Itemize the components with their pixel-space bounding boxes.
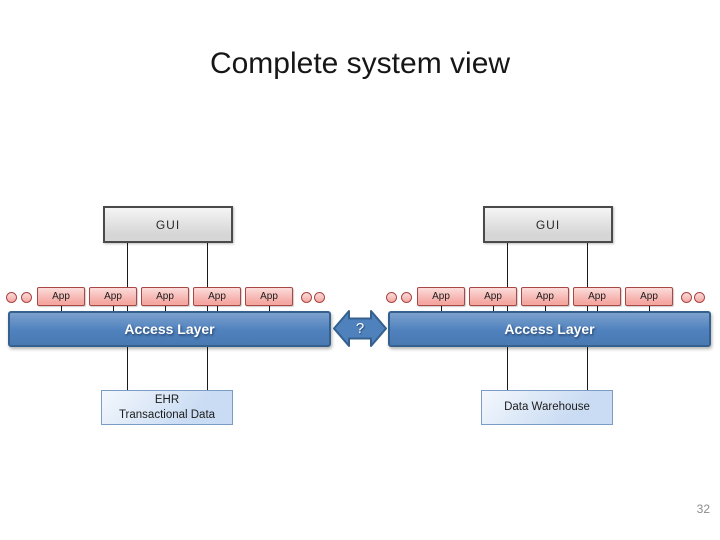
- gui-to-access-line: [507, 243, 508, 311]
- ellipsis-dot: [21, 292, 32, 303]
- ellipsis-dot: [681, 292, 692, 303]
- ellipsis-dot: [6, 292, 17, 303]
- app-box: App: [141, 287, 189, 306]
- app-label: App: [208, 291, 226, 302]
- app-box: App: [89, 287, 137, 306]
- app-box: App: [625, 287, 673, 306]
- datastore-box: EHR Transactional Data: [101, 390, 233, 425]
- datastore-label-line: Transactional Data: [118, 408, 216, 421]
- datastore-label-line: Data Warehouse: [504, 401, 590, 414]
- app-label: App: [536, 291, 554, 302]
- app-label: App: [484, 291, 502, 302]
- gui-label: GUI: [535, 217, 561, 232]
- ellipsis-dot: [386, 292, 397, 303]
- access-to-datastore-line: [127, 347, 128, 390]
- question-mark-label: ?: [355, 319, 365, 337]
- systems-link-connector: ?: [333, 309, 387, 348]
- gui-box: GUI: [483, 206, 613, 243]
- system-right: GUI App App App App App Access Layer Dat…: [380, 0, 720, 540]
- datastore-label-line: EHR: [154, 393, 180, 406]
- ellipsis-dot: [301, 292, 312, 303]
- ellipsis-dot: [314, 292, 325, 303]
- app-box: App: [417, 287, 465, 306]
- bidirectional-arrow-icon: [333, 310, 387, 347]
- app-label: App: [52, 291, 70, 302]
- ellipsis-dot: [694, 292, 705, 303]
- page-number: 32: [696, 502, 710, 516]
- ellipsis-dot: [401, 292, 412, 303]
- gui-to-access-line: [207, 243, 208, 311]
- slide-title: Complete system view: [209, 47, 511, 80]
- access-to-datastore-line: [587, 347, 588, 390]
- access-layer-label: Access Layer: [124, 321, 215, 337]
- gui-to-access-line: [127, 243, 128, 311]
- app-label: App: [432, 291, 450, 302]
- datastore-box: Data Warehouse: [481, 390, 613, 425]
- access-to-datastore-line: [507, 347, 508, 390]
- access-layer-label: Access Layer: [504, 321, 595, 337]
- gui-label: GUI: [155, 217, 181, 232]
- app-box: App: [469, 287, 517, 306]
- app-label: App: [260, 291, 278, 302]
- gui-to-access-line: [587, 243, 588, 311]
- app-label: App: [156, 291, 174, 302]
- access-to-datastore-line: [207, 347, 208, 390]
- app-label: App: [588, 291, 606, 302]
- gui-box: GUI: [103, 206, 233, 243]
- app-box: App: [573, 287, 621, 306]
- app-box: App: [193, 287, 241, 306]
- access-layer-bar: Access Layer: [8, 311, 331, 347]
- app-box: App: [245, 287, 293, 306]
- access-layer-bar: Access Layer: [388, 311, 711, 347]
- app-box: App: [37, 287, 85, 306]
- app-label: App: [104, 291, 122, 302]
- app-label: App: [640, 291, 658, 302]
- app-box: App: [521, 287, 569, 306]
